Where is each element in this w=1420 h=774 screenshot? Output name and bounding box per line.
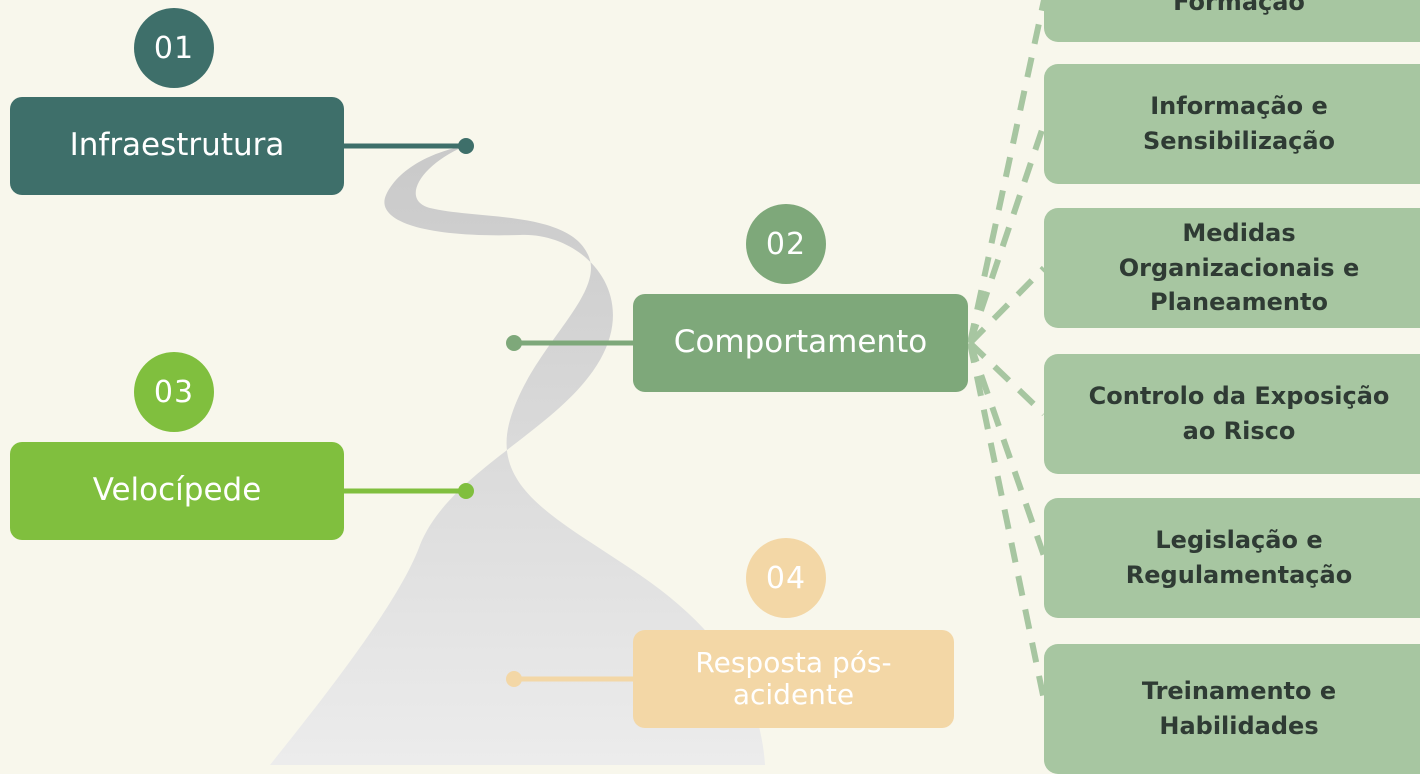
dashed-connector-4 [967,340,1047,417]
step-number-badge: 01 [134,8,214,88]
measure-card-formacao: Formação [1044,0,1420,42]
connector-dot-step-1 [458,138,474,154]
step-box-velocipede: Velocípede [10,442,344,540]
step-box-infraestrutura: Infraestrutura [10,97,344,195]
road [270,146,765,765]
measure-card-treinamento: Treinamento e Habilidades [1044,644,1420,774]
connector-dot-step-4 [506,671,522,687]
measure-card-legislacao: Legislação e Regulamentação [1044,498,1420,618]
dashed-connector-5 [967,342,1047,557]
step-box-comportamento: Comportamento [633,294,968,392]
step-number-badge: 02 [746,204,826,284]
dashed-connector-2 [967,123,1047,344]
measure-card-medidas: Medidas Organizacionais e Planeamento [1044,208,1420,328]
dashed-connector-1 [967,0,1047,344]
step-box-resposta-pos-acidente: Resposta pós-acidente [633,630,954,728]
dashed-connector-3 [967,265,1047,346]
connector-dot-step-3 [458,483,474,499]
measure-card-informacao: Informação e Sensibilização [1044,64,1420,184]
step-number-badge: 04 [746,538,826,618]
step-number-badge: 03 [134,352,214,432]
connector-dot-step-2 [506,335,522,351]
measure-card-controlo: Controlo da Exposição ao Risco [1044,354,1420,474]
dashed-connector-6 [967,342,1047,701]
